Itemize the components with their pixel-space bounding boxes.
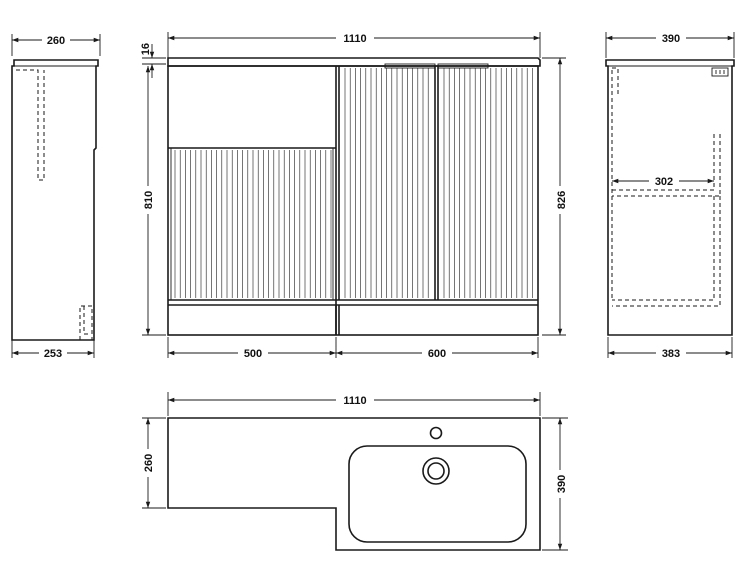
dimension-bottom-600: 600 [336,337,539,360]
dimension-label: 260 [143,454,155,472]
dimension-plan-390: 390 [542,417,568,551]
dimension-label: 253 [44,348,62,360]
dimension-label: 260 [47,35,65,47]
dimension-label: 826 [556,191,568,209]
dimension-front-top-1110: 1110 [167,31,541,58]
left-side-view: 260 253 [11,33,101,360]
waste-inner-icon [427,462,445,480]
dimension-top-260: 260 [11,33,101,56]
dimension-label: 600 [428,348,446,360]
fluted-panels [174,68,533,298]
dimension-plan-1110: 1110 [167,392,541,416]
dimension-bottom-383: 383 [607,337,733,360]
dimension-label: 302 [655,176,673,188]
basin-bowl [348,445,527,543]
dimension-bottom-253: 253 [11,340,95,360]
plan-view: 1110 260 390 [141,392,568,551]
dimension-label: 390 [556,475,568,493]
dimension-top-390: 390 [605,31,735,58]
waste-outer-icon [422,457,450,485]
dimension-height-810: 810 [141,66,166,336]
dimension-label: 500 [244,348,262,360]
dimension-bottom-500: 500 [167,337,337,360]
dimension-label: 16 [140,43,152,55]
dimension-height-826: 826 [542,57,568,336]
front-view: 16 1110 810 826 [140,31,568,360]
right-side-view: 390 302 383 [605,31,735,360]
dimension-label: 1110 [343,395,366,407]
dimension-inner-302: 302 [612,174,714,188]
dimension-label: 1110 [343,33,366,45]
tap-hole-icon [429,426,443,440]
dimension-plan-260: 260 [141,417,166,509]
dimension-top-lip-16: 16 [140,43,166,78]
dimension-label: 383 [662,348,680,360]
dimension-label: 810 [143,191,155,209]
dimension-label: 390 [662,33,680,45]
